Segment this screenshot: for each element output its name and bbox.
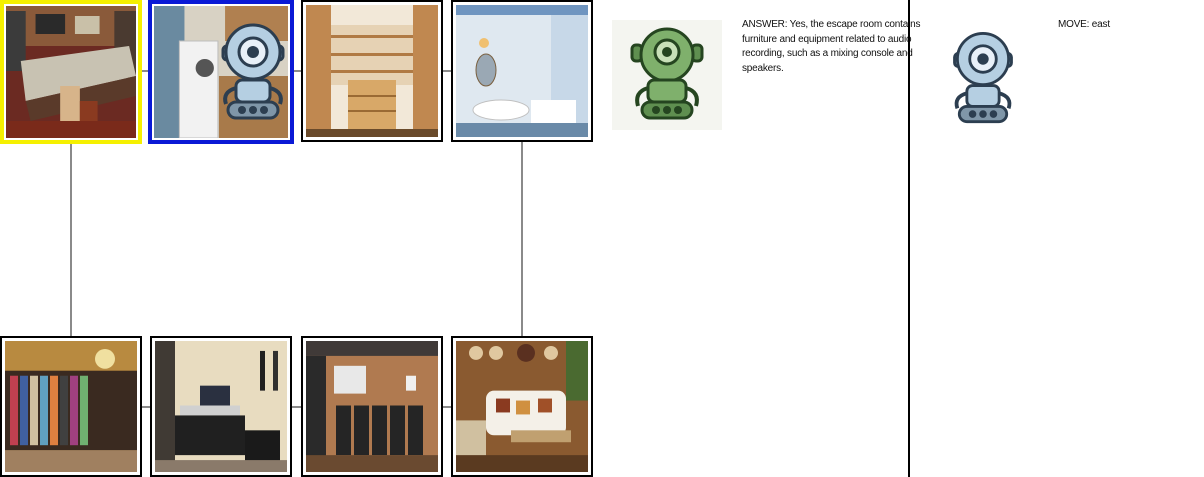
map-connector (441, 70, 451, 72)
room-tile-walk-in-closet[interactable] (301, 0, 443, 142)
map-connector (140, 70, 150, 72)
room-image-home-studio (155, 341, 287, 472)
room-tile-home-studio[interactable] (150, 336, 292, 477)
move-text: MOVE: east (1058, 19, 1110, 30)
room-tile-wardrobe[interactable] (0, 336, 142, 477)
map-connector (291, 406, 301, 408)
room-tile-bathroom[interactable] (451, 0, 593, 142)
map-connector (140, 406, 150, 408)
room-image-home-theater (306, 341, 438, 472)
room-image-walk-in-closet (306, 5, 438, 137)
room-tile-recording-studio[interactable] (0, 0, 142, 144)
room-tile-home-theater[interactable] (301, 336, 443, 477)
map-connector (70, 140, 72, 338)
room-image-living-room (456, 341, 588, 472)
map-connector (441, 406, 451, 408)
room-image-recording-studio (6, 6, 136, 138)
panel-divider (908, 0, 910, 477)
answer-robot-avatar (612, 20, 722, 130)
room-image-bathroom (456, 5, 588, 137)
answer-text: ANSWER: Yes, the escape room contains fu… (742, 19, 921, 74)
move-robot-avatar (946, 30, 1020, 126)
map-connector (291, 70, 301, 72)
room-tile-living-room[interactable] (451, 336, 593, 477)
map-connector (521, 140, 523, 338)
room-image-wardrobe (5, 341, 137, 472)
player-robot-icon (214, 22, 292, 122)
